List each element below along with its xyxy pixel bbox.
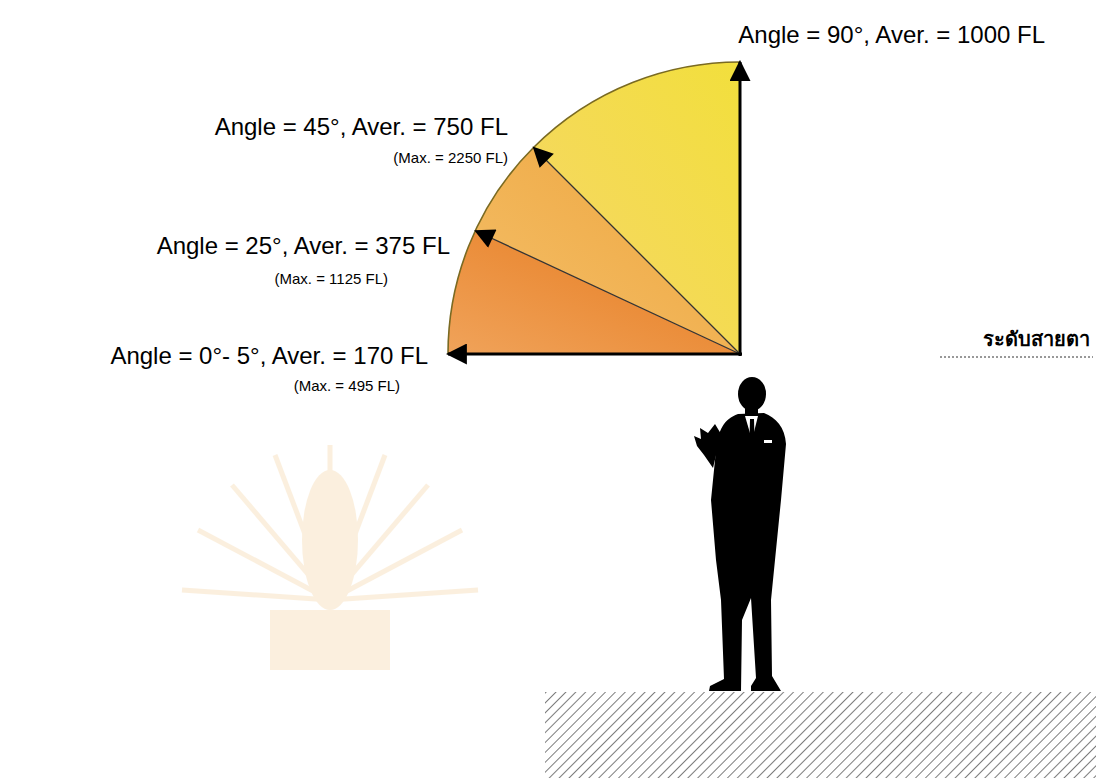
arrow-90 (739, 62, 742, 356)
floor-hatch (545, 692, 1096, 778)
arrow-25 (476, 231, 740, 354)
angle-label: Angle = 25°, Aver. = 375 FL (157, 232, 450, 261)
sector-45-90 (534, 62, 741, 354)
shirt-detail (745, 416, 772, 466)
angle-label: Angle = 90°, Aver. = 1000 FL (738, 21, 1045, 50)
max-value-label: (Max. = 1125 FL) (274, 270, 388, 288)
angle-label: Angle = 45°, Aver. = 750 FL (215, 113, 508, 142)
max-value-label: (Max. = 495 FL) (294, 377, 400, 395)
sector-outline (448, 62, 740, 354)
eye-level-label: ระดับสายตา (983, 327, 1090, 351)
arrow-0 (448, 353, 742, 356)
angle-label: Angle = 0°- 5°, Aver. = 170 FL (110, 342, 428, 371)
max-value-label: (Max. = 2250 FL) (393, 149, 508, 167)
watermark-emblem (182, 445, 478, 670)
arrow-45 (534, 148, 740, 354)
eye-level-line (940, 357, 1093, 358)
man-silhouette (694, 377, 786, 691)
